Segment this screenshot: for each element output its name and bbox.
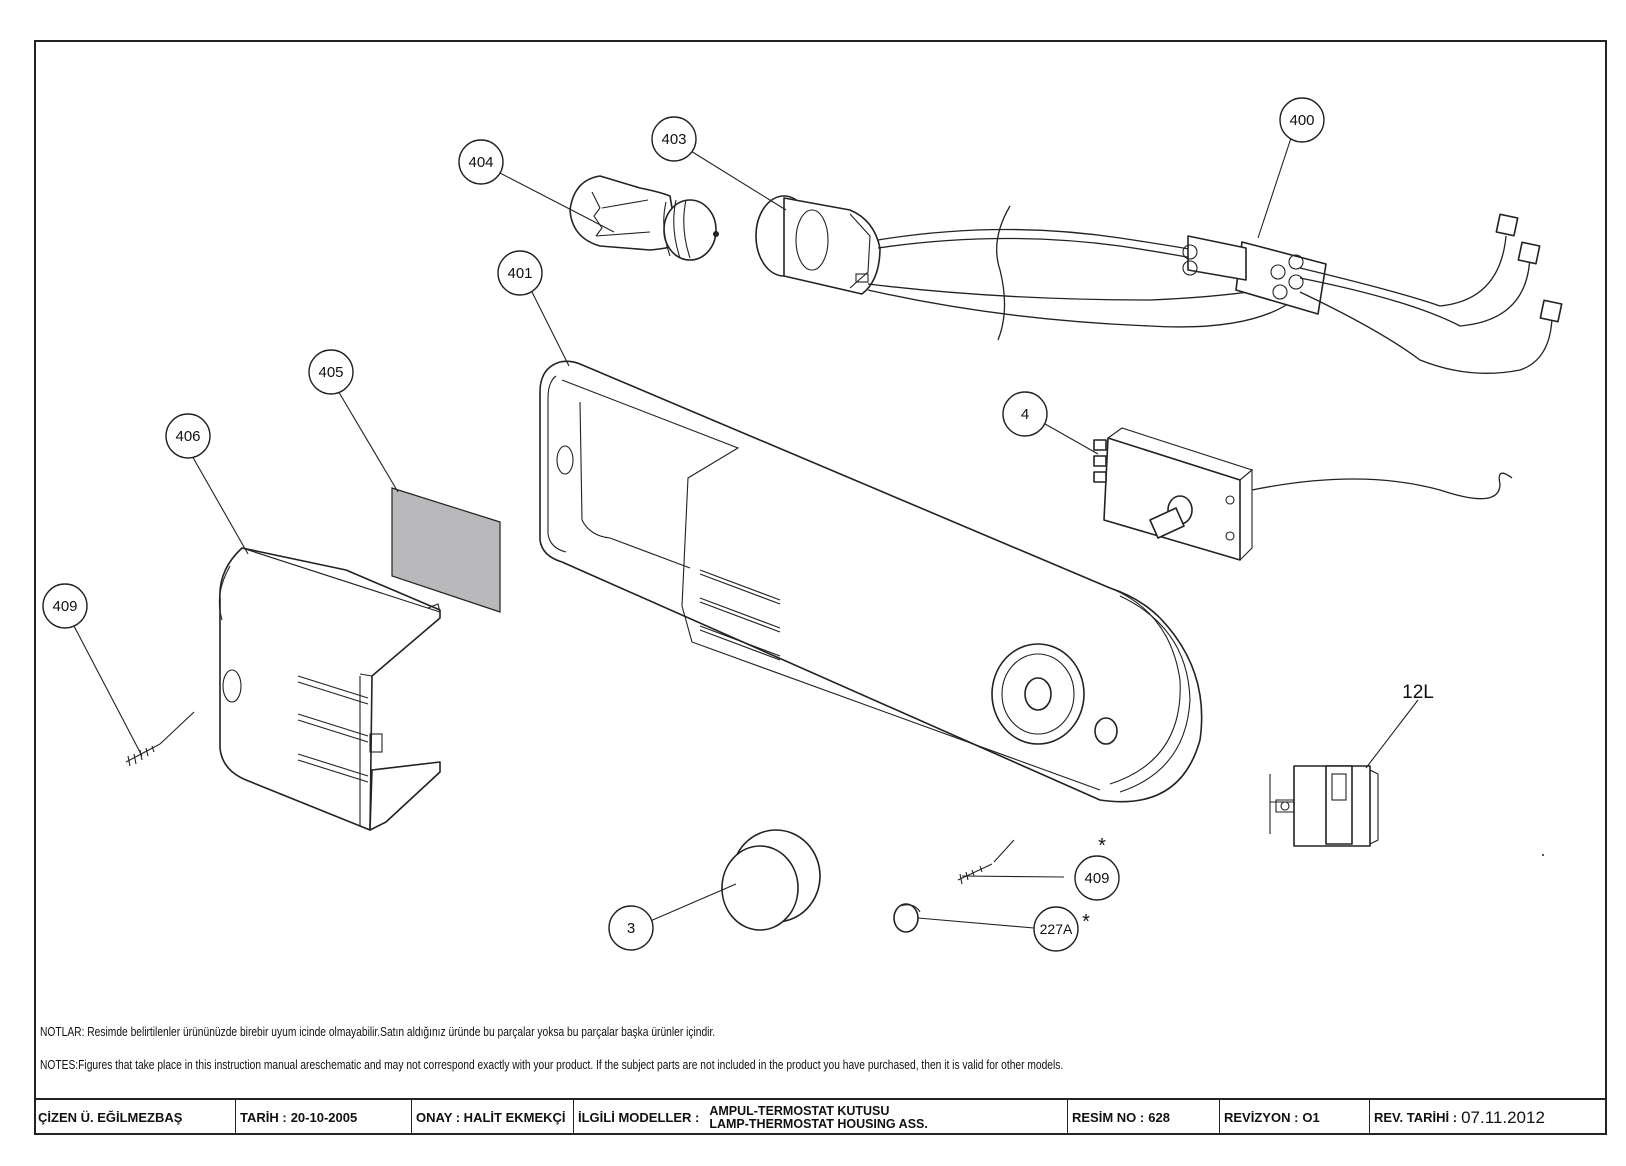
drawing-frame [34, 40, 1607, 1135]
knob-3 [721, 829, 821, 931]
date-cell: TARİH : 20-10-2005 [236, 1100, 412, 1135]
svg-text:409: 409 [1084, 870, 1109, 887]
date-value: 20-10-2005 [290, 1110, 358, 1125]
notes-english: NOTES:Figures that take place in this in… [40, 1058, 1064, 1072]
title-block: ÇİZEN Ü. EĞİLMEZBAŞ TARİH : 20-10-2005 O… [34, 1098, 1607, 1135]
screw-409-right [957, 839, 1015, 885]
housing-401 [539, 360, 1203, 803]
insulating-sheet-405 [391, 487, 501, 613]
screw-409-left [125, 711, 195, 767]
revision-value: O1 [1302, 1110, 1320, 1125]
callout-406: 406 [165, 413, 211, 459]
lamp-socket-403 [755, 195, 881, 295]
callout-400: 400 [1279, 97, 1325, 143]
callout-409-right: 409 * [1074, 835, 1120, 901]
label-12l: 12L [1402, 682, 1434, 703]
title-turkish: AMPUL-TERMOSTAT KUTUSU [709, 1103, 890, 1118]
models-label: İLGİLİ MODELLER : [578, 1110, 700, 1125]
drawing-no-label: RESİM NO : [1072, 1110, 1145, 1125]
revision-cell: REVİZYON : O1 [1220, 1100, 1370, 1135]
svg-text:404: 404 [468, 154, 493, 171]
svg-text:227A: 227A [1040, 921, 1073, 937]
date-label: TARİH : [240, 1110, 287, 1125]
models-cell: İLGİLİ MODELLER : AMPUL-TERMOSTAT KUTUSU… [574, 1100, 1068, 1135]
rev-date-label: REV. TARİHİ : [1374, 1110, 1458, 1125]
svg-text:3: 3 [627, 920, 635, 937]
callout-409-left: 409 [42, 583, 88, 629]
drawn-by-cell: ÇİZEN Ü. EĞİLMEZBAŞ [34, 1100, 236, 1135]
title-english: LAMP-THERMOSTAT HOUSING ASS. [709, 1116, 928, 1131]
svg-text:4: 4 [1021, 406, 1029, 423]
drawing-no-cell: RESİM NO : 628 [1068, 1100, 1220, 1135]
callout-403: 403 [651, 116, 697, 162]
approved-cell: ONAY : HALİT EKMEKÇİ [412, 1100, 574, 1135]
svg-text:405: 405 [318, 364, 343, 381]
rev-date-cell: REV. TARİHİ : 07.11.2012 [1370, 1100, 1607, 1135]
drawing-no-value: 628 [1148, 1110, 1170, 1125]
thermostat-4 [1093, 427, 1513, 561]
svg-text:*: * [1082, 911, 1090, 933]
revision-label: REVİZYON : [1224, 1110, 1299, 1125]
callout-227a: 227A * [1033, 906, 1090, 952]
svg-text:401: 401 [507, 265, 532, 282]
approved-by: ONAY : HALİT EKMEKÇİ [416, 1110, 566, 1125]
notes-turkish: NOTLAR: Resimde belirtilenler ürününüzde… [40, 1025, 716, 1039]
lamp-switch-12l [1269, 699, 1544, 856]
callout-405: 405 [308, 349, 354, 395]
callout-3: 3 [608, 905, 654, 951]
lamp-cover-406 [218, 547, 441, 831]
rev-date-value: 07.11.2012 [1461, 1107, 1545, 1127]
drawn-by: ÇİZEN Ü. EĞİLMEZBAŞ [38, 1110, 183, 1125]
svg-text:*: * [1098, 835, 1106, 857]
svg-text:406: 406 [175, 428, 200, 445]
wire-harness-400 [867, 205, 1563, 374]
svg-text:409: 409 [52, 598, 77, 615]
callout-4: 4 [1002, 391, 1048, 437]
lamp-bulb-404 [569, 175, 719, 261]
svg-text:400: 400 [1289, 112, 1314, 129]
plug-227a [893, 903, 921, 933]
svg-text:403: 403 [661, 131, 686, 148]
callout-401: 401 [497, 250, 543, 296]
callout-404: 404 [458, 139, 504, 185]
